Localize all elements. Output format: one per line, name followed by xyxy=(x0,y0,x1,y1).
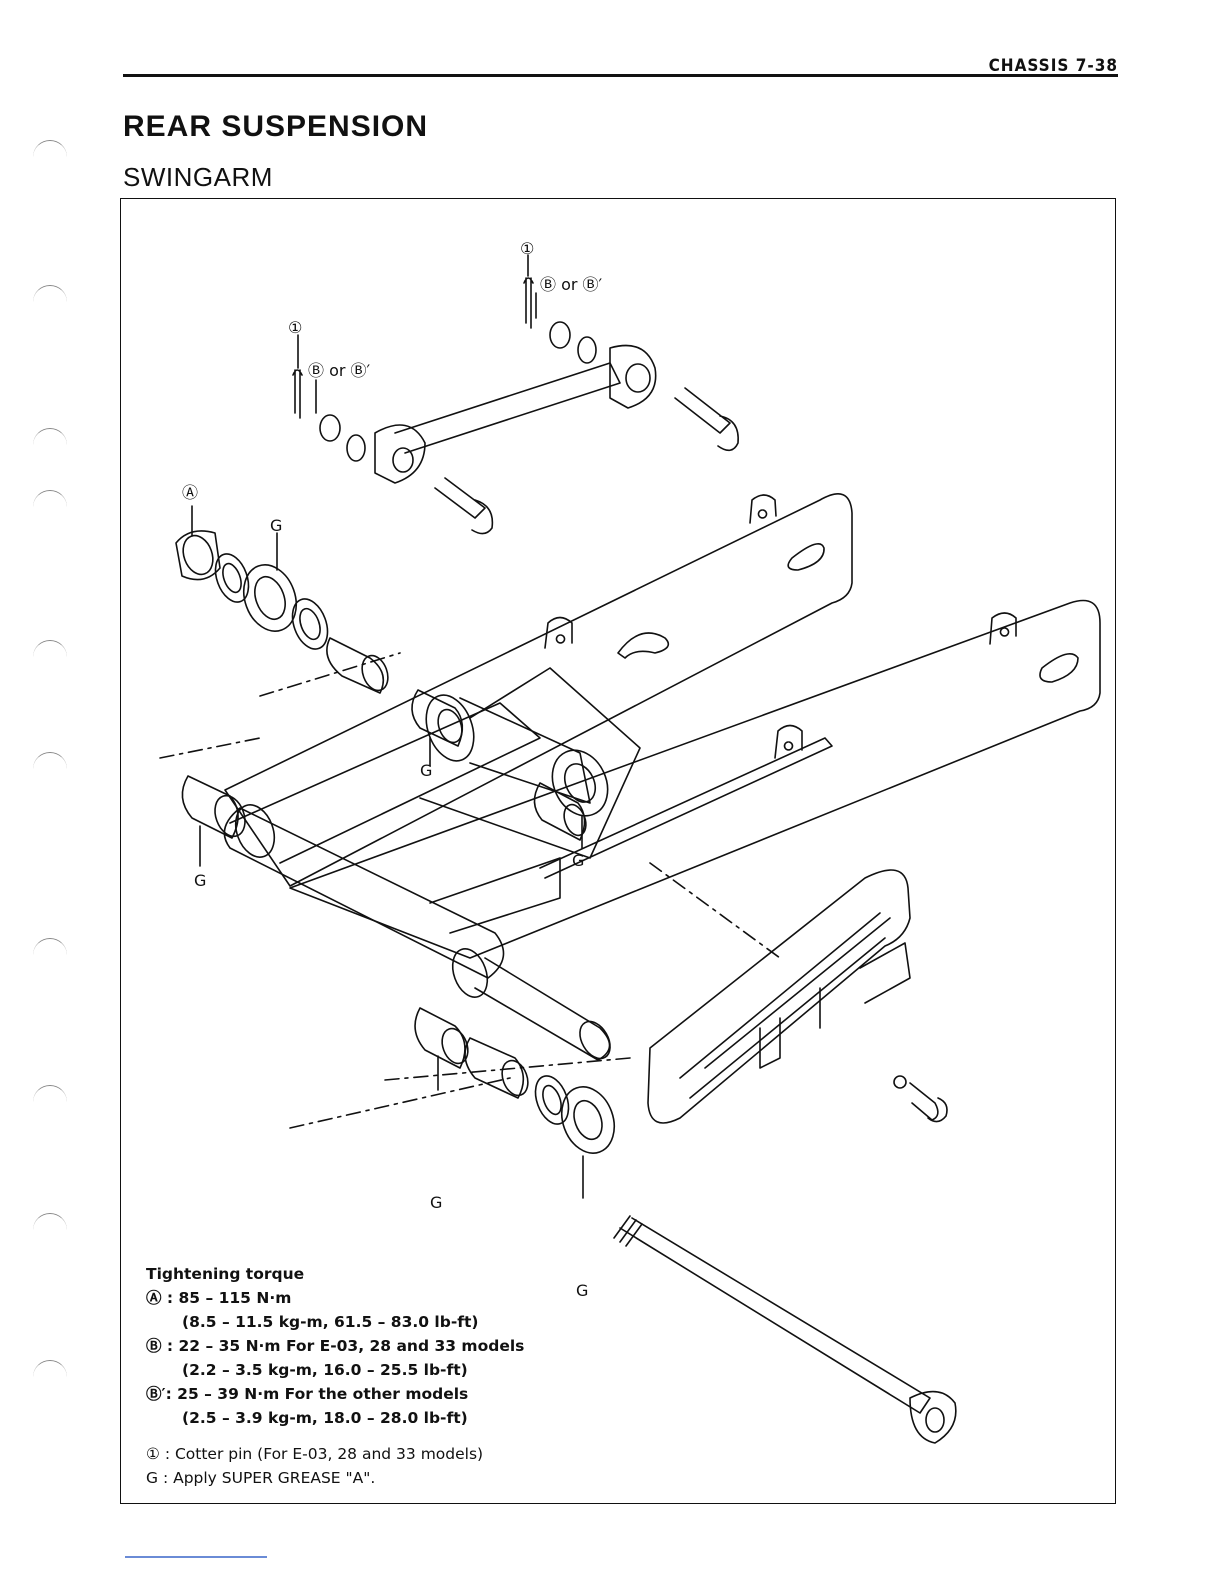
needle-bearing-center-right xyxy=(533,782,587,841)
header-section: CHASSIS xyxy=(988,56,1070,76)
swingarm-pivot-tube xyxy=(223,807,505,979)
legend-note-cotter: ① : Cotter pin (For E-03, 28 and 33 mode… xyxy=(146,1445,484,1463)
callout-cotter-upper: ① xyxy=(520,239,534,258)
binder-hole xyxy=(33,640,67,657)
binder-hole xyxy=(33,428,67,445)
rod-bolt-upper xyxy=(674,387,739,452)
legend-a-line1: Ⓐ : 85 – 115 N·m xyxy=(146,1289,292,1307)
torque-legend: Tightening torque Ⓐ : 85 – 115 N·m (8.5 … xyxy=(146,1262,524,1490)
cotter-pin-upper xyxy=(523,277,534,329)
swingarm-left-arm xyxy=(289,599,1101,959)
binder-hole xyxy=(33,1213,67,1230)
swingarm-left-slot xyxy=(1039,652,1079,683)
nut-upper xyxy=(549,321,571,349)
pivot-sleeve-lower xyxy=(474,957,611,1061)
legend-b-line2: (2.2 – 3.5 kg-m, 16.0 – 25.5 lb-ft) xyxy=(182,1361,468,1379)
legend-a-line2: (8.5 – 11.5 kg-m, 61.5 – 83.0 lb-ft) xyxy=(182,1313,479,1331)
callout-nut-b-upper: Ⓑ or Ⓑ′ xyxy=(540,275,603,294)
legend-bp-line1: Ⓑ′: 25 – 39 N·m For the other models xyxy=(146,1385,469,1403)
binder-hole xyxy=(33,938,67,955)
bushing-set-upper xyxy=(175,530,389,694)
callout-grease-upper: G xyxy=(270,516,282,535)
callout-grease-washer: G xyxy=(576,1281,588,1300)
pivot-bolt xyxy=(613,1215,957,1444)
binder-hole xyxy=(33,140,67,157)
scan-mark xyxy=(125,1556,267,1558)
rod-bolt-lower xyxy=(434,477,494,535)
needle-bearing-left xyxy=(181,775,246,839)
bracket-right-top xyxy=(749,494,777,524)
bracket-left-mid xyxy=(774,724,803,759)
binder-hole xyxy=(33,752,67,769)
legend-bp-line2: (2.5 – 3.9 kg-m, 18.0 – 28.0 lb-ft) xyxy=(182,1409,468,1427)
bracket-center xyxy=(544,616,573,649)
binder-hole xyxy=(33,285,67,302)
subsection-title: SWINGARM xyxy=(123,162,273,192)
section-title: REAR SUSPENSION xyxy=(123,110,429,143)
legend-b-line1: Ⓑ : 22 – 35 N·m For E-03, 28 and 33 mode… xyxy=(146,1337,525,1355)
legend-heading: Tightening torque xyxy=(146,1265,305,1283)
needle-bearing-center xyxy=(411,689,464,747)
callout-cotter-lower: ① xyxy=(288,318,302,337)
hose-clip xyxy=(617,632,670,659)
bracket-left-top xyxy=(989,612,1017,645)
callout-grease-left: G xyxy=(194,871,206,890)
callout-nut-b-lower: Ⓑ or Ⓑ′ xyxy=(308,361,371,380)
header-page: 7-38 xyxy=(1075,56,1118,76)
pivot-cross-tube xyxy=(229,702,541,864)
cushion-lever-rod xyxy=(374,344,657,484)
bushing-set-lower xyxy=(414,1007,616,1154)
swingarm-exploded-diagram: ① Ⓑ or Ⓑ′ ① Ⓑ or Ⓑ′ Ⓐ G G G G G G xyxy=(159,239,1101,1444)
callout-grease-lower: G xyxy=(430,1193,442,1212)
swingarm-right-arm xyxy=(224,493,853,887)
callout-grease-center-right: G xyxy=(572,851,584,870)
header-rule xyxy=(123,74,1118,77)
binder-hole xyxy=(33,1360,67,1377)
figure-frame xyxy=(120,198,1116,1504)
callout-nut-a: Ⓐ xyxy=(182,483,198,502)
binder-hole xyxy=(33,1085,67,1102)
cotter-pin-lower xyxy=(292,369,303,419)
chain-case xyxy=(647,869,911,1124)
washer-upper xyxy=(577,336,597,364)
swingarm-right-slot xyxy=(787,542,825,571)
callout-grease-center: G xyxy=(420,761,432,780)
binder-hole xyxy=(33,490,67,507)
legend-note-grease: G : Apply SUPER GREASE "A". xyxy=(146,1469,376,1487)
washer-lower xyxy=(346,434,366,462)
nut-lower xyxy=(319,414,341,442)
page-header: CHASSIS 7-38 xyxy=(989,56,1118,76)
chain-case-bolt xyxy=(909,1082,948,1123)
